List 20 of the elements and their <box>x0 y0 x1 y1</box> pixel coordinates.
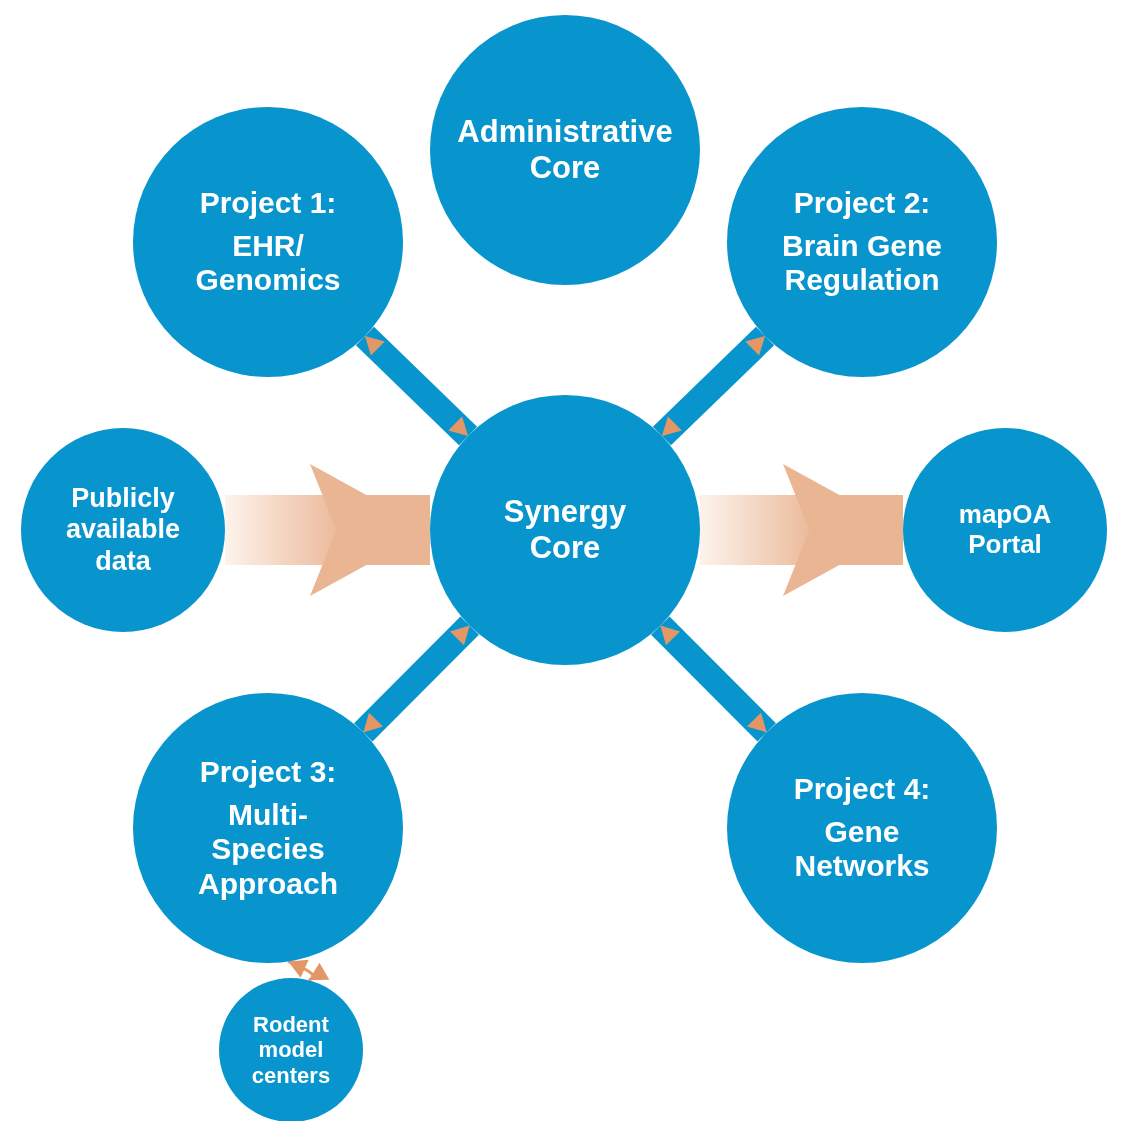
flow-arrow <box>700 464 903 596</box>
node-heading: Project 3: <box>199 755 337 790</box>
node-label: Publicly available data <box>64 483 182 577</box>
node-label: Rodent model centers <box>250 1012 332 1088</box>
node-label: Brain Gene Regulation <box>780 228 944 298</box>
node-label: Multi- Species Approach <box>197 797 339 901</box>
connector-stem <box>355 326 478 446</box>
node-label: Synergy Core <box>502 494 628 566</box>
connector-stem <box>354 616 479 742</box>
node-heading: Project 1: <box>199 186 337 221</box>
node-label: EHR/ Genomics <box>194 228 342 298</box>
node-label: Administrative Core <box>456 114 674 186</box>
node-heading: Project 2: <box>793 186 931 221</box>
cycle-arrow <box>287 959 330 982</box>
connector-stem <box>652 326 775 446</box>
flow-arrow <box>225 464 430 596</box>
node-heading: Project 4: <box>793 772 931 807</box>
node-label: mapOA Portal <box>957 500 1053 560</box>
node-label: Gene Networks <box>793 814 931 884</box>
connector-stem <box>651 616 776 742</box>
